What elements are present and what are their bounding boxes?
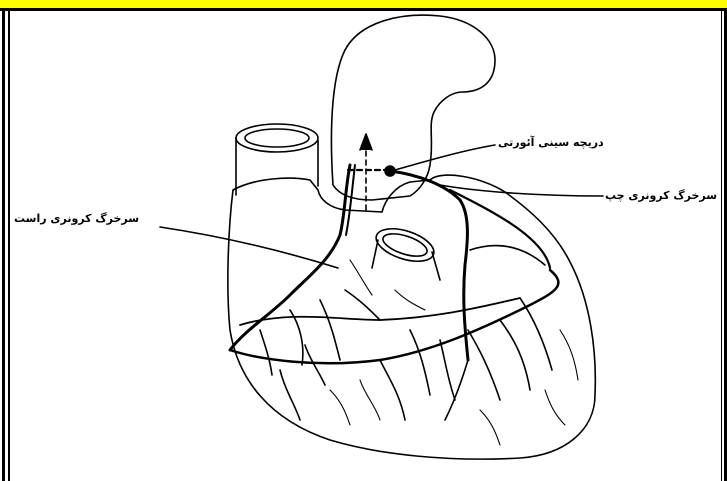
capillary-vessels [330,260,578,445]
label-left-coronary-artery: سرخرگ کرونری چپ [605,189,717,203]
leader-aortic-valve [395,145,495,170]
pulmonary-opening [372,222,438,267]
label-aortic-valve: دریچه سینی آئورتی [498,136,604,150]
leader-right-coronary [160,227,338,268]
branch-vessels-left [380,298,552,420]
label-right-coronary-artery: سرخرگ کرونری راست [14,212,139,226]
leader-left-coronary [440,185,603,196]
circumflex-branch [230,270,558,363]
left-coronary-artery [390,171,468,360]
aorta-arch [331,15,495,200]
branch-vessels-right [260,290,380,420]
